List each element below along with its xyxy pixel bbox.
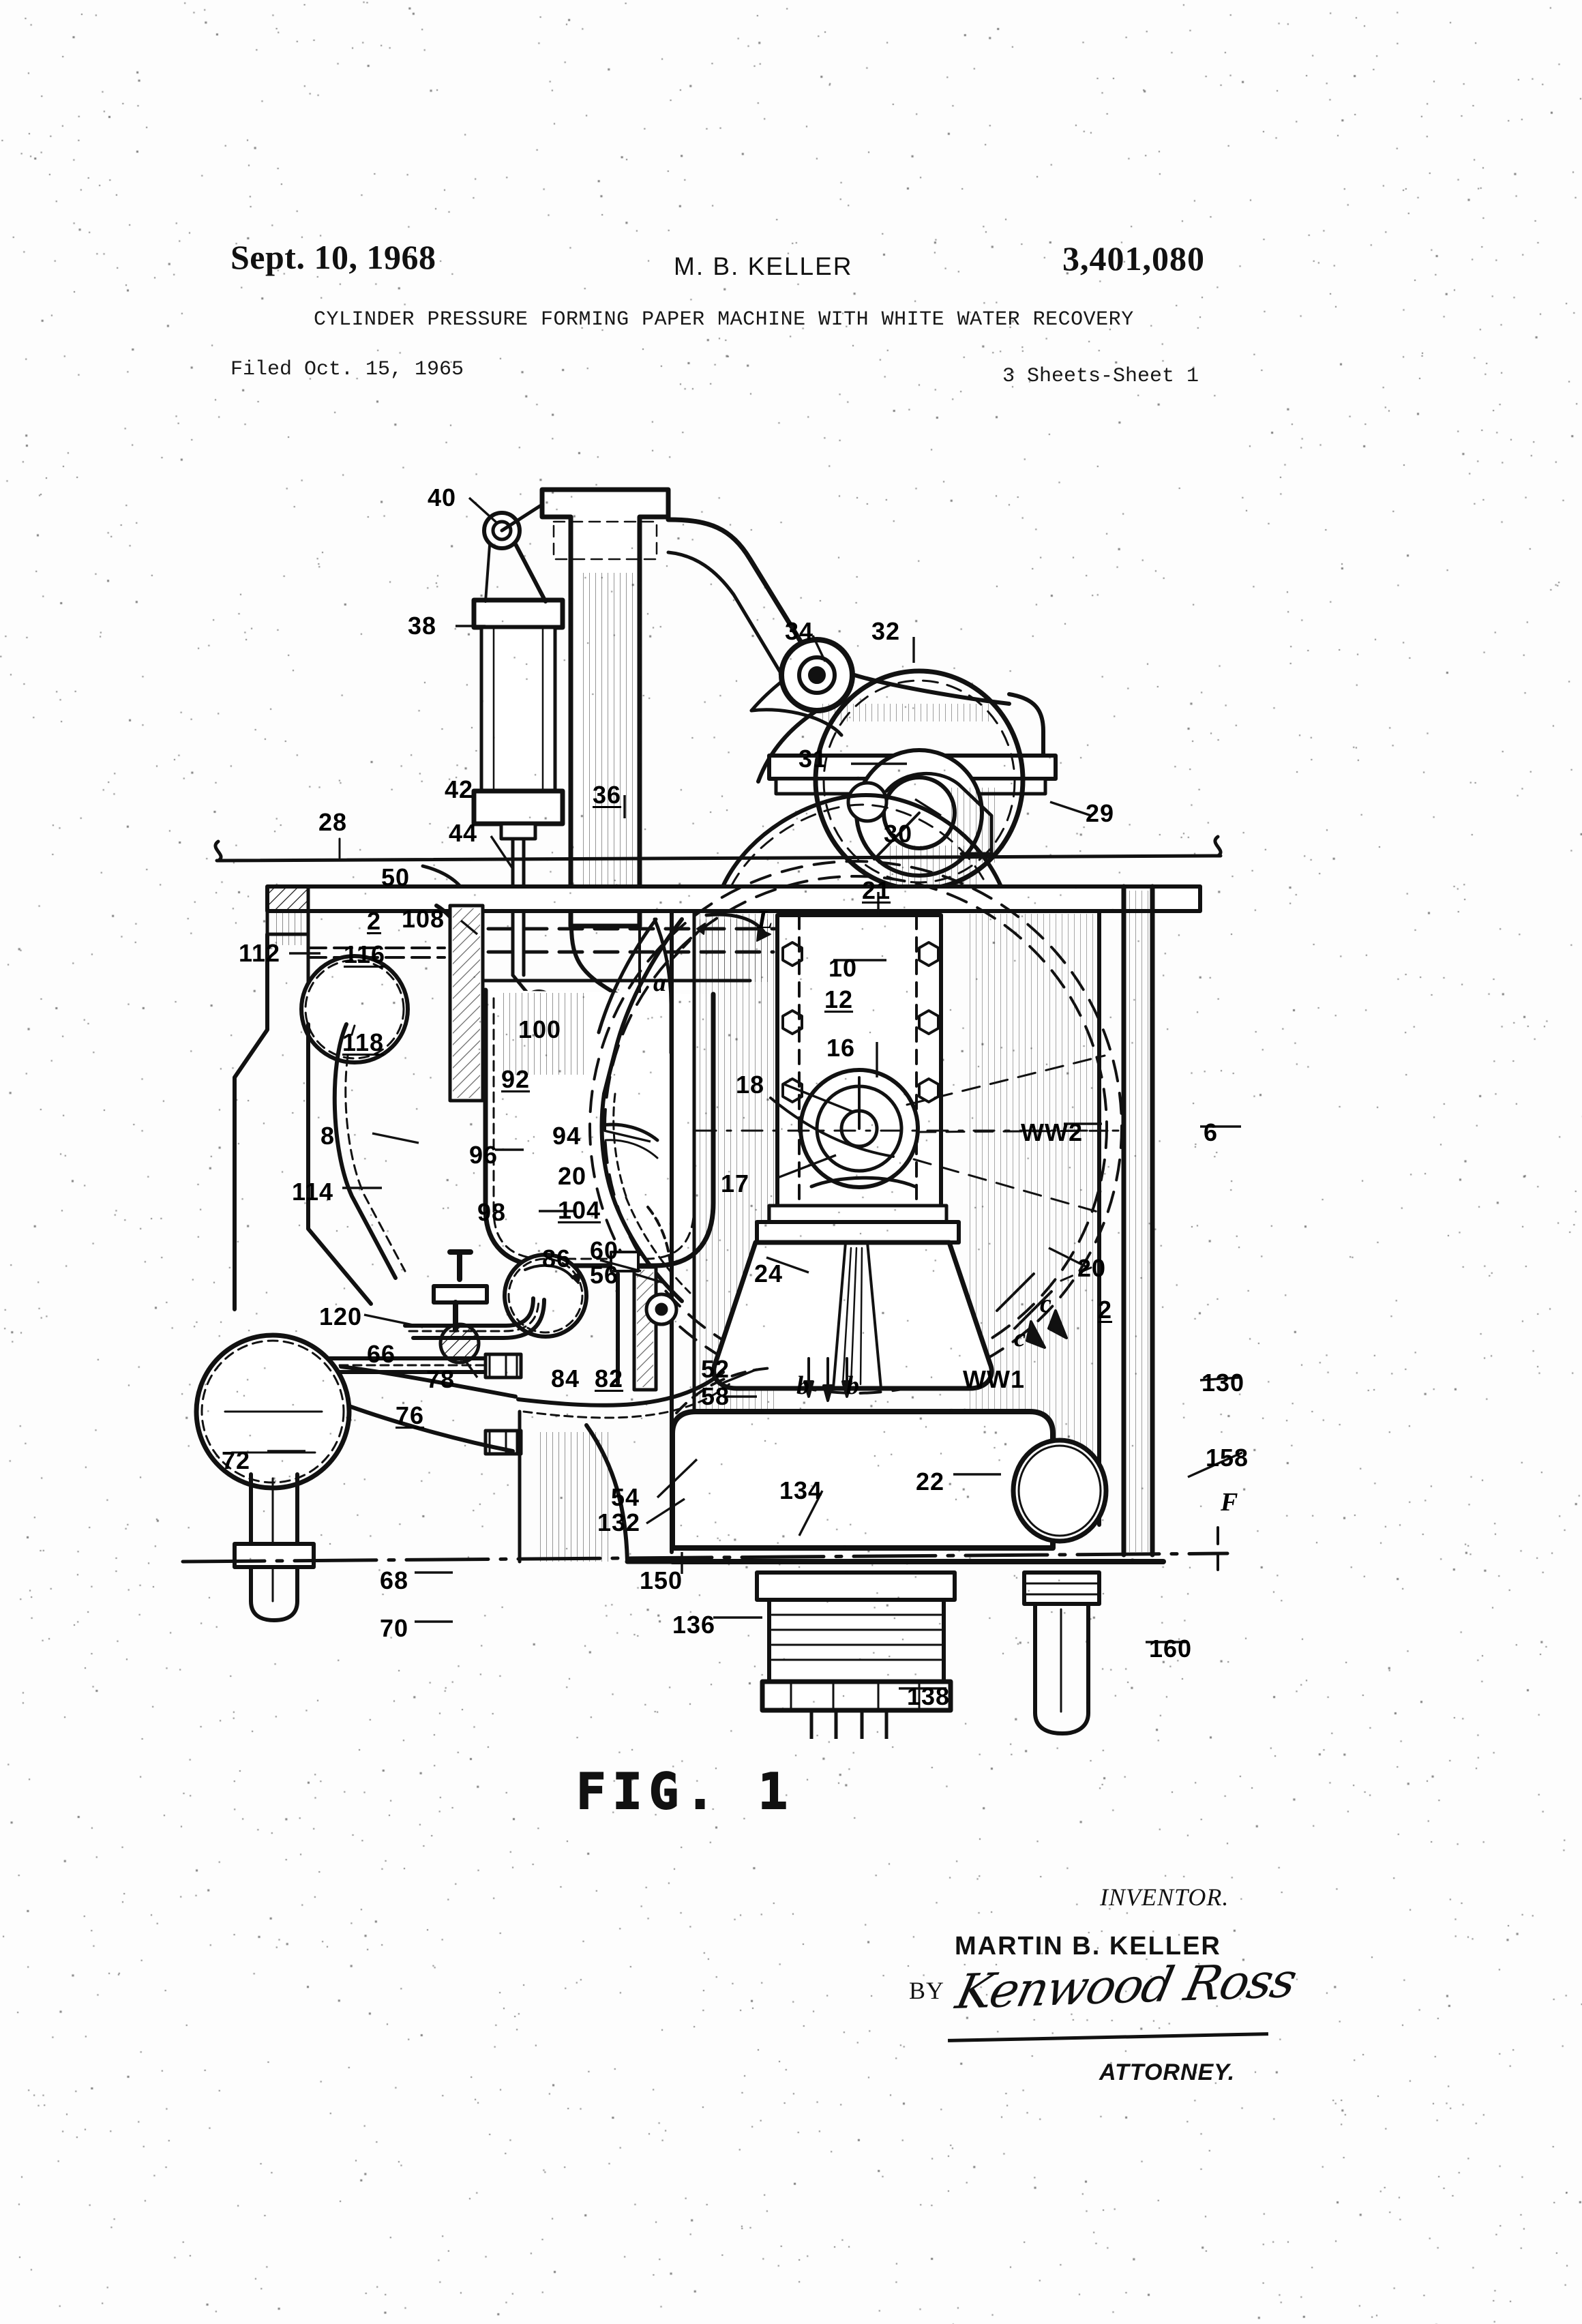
inventor-short-name: M. B. KELLER [674, 252, 853, 281]
ref-numeral-108-14: 108 [402, 907, 445, 932]
ref-numeral-54-59: 54 [611, 1485, 640, 1510]
ref-numeral-68-63: 68 [380, 1568, 408, 1593]
ref-numeral-84-47: 84 [551, 1367, 580, 1391]
ref-numeral-112-15: 112 [239, 941, 280, 966]
ref-numeral-31-4: 31 [799, 747, 827, 771]
patent-number: 3,401,080 [1062, 239, 1205, 278]
ref-numeral-c-42: c [1040, 1291, 1052, 1317]
ref-numeral-60-37: 60 [590, 1238, 618, 1263]
sheet-count: 3 Sheets-Sheet 1 [1002, 365, 1199, 388]
ref-numeral-118-21: 118 [342, 1030, 384, 1055]
ref-numeral-158-57: 158 [1206, 1446, 1249, 1470]
ref-numeral-78-46: 78 [426, 1367, 455, 1392]
ref-numeral-56-38: 56 [590, 1263, 618, 1287]
ref-numeral-52-49: 52 [701, 1357, 730, 1382]
ref-numeral-66-45: 66 [367, 1342, 395, 1367]
publication-date: Sept. 10, 1968 [230, 237, 436, 277]
ref-numeral-70-66: 70 [380, 1616, 408, 1641]
ref-numeral-12-18: 12 [824, 987, 853, 1012]
ref-numeral-a-19: a [653, 970, 667, 996]
filing-date: Filed Oct. 15, 1965 [230, 358, 464, 381]
ref-numeral-b-51: b [796, 1373, 810, 1399]
attorney-label: ATTORNEY. [1099, 2059, 1235, 2086]
ref-numeral-134-60: 134 [779, 1478, 822, 1503]
ref-numeral-f-61: F [1221, 1489, 1238, 1515]
ref-numeral-28-10: 28 [318, 810, 347, 835]
ref-numeral-82-48: 82 [595, 1367, 623, 1391]
ref-numeral-22-58: 22 [916, 1470, 944, 1494]
attorney-signature: Kenwood Ross [951, 1952, 1300, 2020]
ref-numeral-6-27: 6 [1204, 1120, 1218, 1145]
figure-caption: FIG. 1 [576, 1763, 794, 1820]
ref-numeral-17-31: 17 [721, 1172, 749, 1196]
ref-numeral-58-50: 58 [701, 1384, 730, 1409]
ref-numeral-21-12: 21 [862, 878, 891, 903]
ref-numeral-ww1-53: WW1 [963, 1367, 1025, 1392]
ref-numeral-98-35: 98 [477, 1200, 506, 1225]
ref-numeral-l-20: L [757, 907, 773, 933]
ref-numeral-2-13: 2 [367, 909, 381, 934]
ref-numeral-138-68: 138 [907, 1684, 950, 1709]
ref-numeral-50-11: 50 [381, 865, 410, 890]
ref-numeral-72-56: 72 [222, 1448, 250, 1473]
ref-numeral-130-54: 130 [1202, 1371, 1244, 1395]
ref-numeral-18-24: 18 [736, 1073, 764, 1097]
inventor-label: INVENTOR. [1100, 1883, 1229, 1911]
ref-numeral-136-65: 136 [672, 1613, 715, 1637]
ref-numeral-92-25: 92 [501, 1067, 530, 1092]
frame-column-36 [542, 490, 668, 1023]
ref-numeral-29-5: 29 [1086, 801, 1114, 826]
ref-numeral-104-34: 104 [558, 1198, 601, 1223]
patent-figure-svg [0, 409, 1582, 1739]
ref-numeral-36-8: 36 [593, 783, 621, 807]
signature-underline [948, 2032, 1268, 2042]
lever-arm-32 [668, 520, 1043, 781]
ref-numeral-10-17: 10 [829, 956, 857, 981]
ref-numeral-20-32: 20 [558, 1164, 586, 1189]
ref-numeral-ww2-26: WW2 [1021, 1120, 1083, 1145]
ref-numeral-132-62: 132 [597, 1510, 640, 1535]
patent-title: CYLINDER PRESSURE FORMING PAPER MACHINE … [314, 308, 1134, 331]
by-label: BY [909, 1976, 944, 2005]
ref-numeral-32-3: 32 [871, 619, 900, 644]
figure-1-drawing [0, 409, 1582, 1739]
ref-numeral-c-43: c [1014, 1325, 1026, 1351]
ref-numeral-34-2: 34 [785, 619, 814, 644]
ref-numeral-100-22: 100 [518, 1017, 561, 1042]
ref-numeral-116-16: 116 [344, 942, 385, 967]
ref-numeral-40-0: 40 [428, 486, 456, 510]
ref-numeral-76-55: 76 [395, 1403, 424, 1428]
ref-numeral-8-28: 8 [320, 1124, 335, 1148]
ref-numeral-38-1: 38 [408, 614, 436, 638]
hydraulic-cylinder-38 [474, 600, 563, 998]
ref-numeral-94-29: 94 [552, 1124, 581, 1148]
ref-numeral-114-33: 114 [292, 1180, 333, 1204]
ref-numeral-160-67: 160 [1149, 1637, 1192, 1661]
ref-numeral-96-30: 96 [469, 1143, 498, 1167]
ref-numeral-150-64: 150 [640, 1568, 683, 1593]
ref-numeral-44-9: 44 [449, 821, 477, 846]
ref-numeral-30-6: 30 [884, 822, 912, 846]
machine-outline [183, 490, 1227, 1739]
ref-numeral-b-52: b [846, 1373, 860, 1399]
ref-numeral-120-44: 120 [319, 1305, 362, 1329]
ref-numeral-20-40: 20 [1077, 1256, 1106, 1281]
ref-numeral-42-7: 42 [445, 777, 473, 802]
ref-numeral-2-41: 2 [1098, 1298, 1112, 1322]
ref-numeral-86-36: 86 [542, 1247, 571, 1271]
ref-numeral-24-39: 24 [754, 1262, 783, 1286]
ref-numeral-16-23: 16 [826, 1036, 855, 1060]
level-line-28 [215, 837, 1221, 861]
